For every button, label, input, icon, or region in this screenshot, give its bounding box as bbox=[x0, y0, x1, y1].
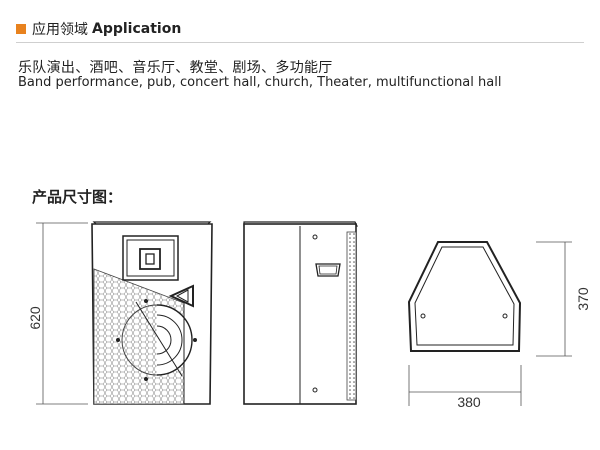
width-label: 380 bbox=[457, 394, 481, 410]
height-dimension: 620 bbox=[27, 222, 88, 405]
section-header: 应用领域 Application bbox=[16, 20, 181, 38]
depth-dimension: 370 bbox=[536, 241, 591, 357]
header-divider bbox=[16, 42, 584, 43]
height-label: 620 bbox=[27, 306, 43, 330]
orange-square-icon bbox=[16, 24, 26, 34]
speaker-side-view bbox=[243, 221, 358, 405]
section-title-zh: 应用领域 bbox=[32, 22, 88, 38]
speaker-front-view bbox=[91, 221, 213, 405]
depth-label: 370 bbox=[575, 287, 591, 311]
section-title-en: Application bbox=[92, 21, 182, 37]
applications-chinese: 乐队演出、酒吧、音乐厅、教堂、剧场、多功能厅 bbox=[18, 60, 333, 76]
speaker-top-view bbox=[407, 241, 522, 352]
applications-english: Band performance, pub, concert hall, chu… bbox=[18, 75, 502, 90]
dimension-drawing-title: 产品尺寸图： bbox=[32, 188, 123, 206]
width-dimension: 380 bbox=[408, 365, 522, 410]
